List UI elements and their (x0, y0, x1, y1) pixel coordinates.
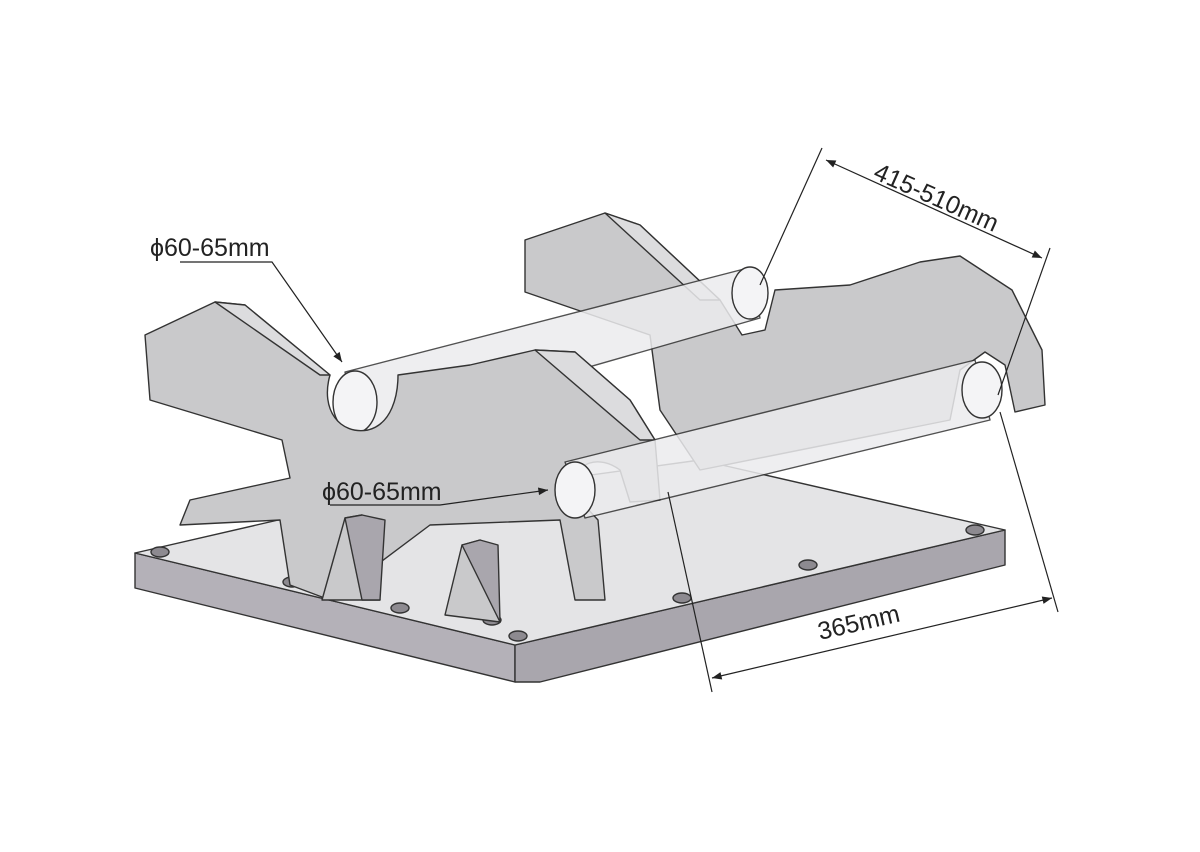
lower-pin (554, 359, 1003, 519)
pin-diameter-bottom-label: ϕ60-65mm (322, 478, 442, 506)
pin-center-distance-label: 415-510mm (870, 158, 1003, 238)
front-side-plate (144, 301, 661, 601)
gussets (321, 514, 501, 623)
pin-diameter-top-label: ϕ60-65mm (150, 234, 270, 262)
